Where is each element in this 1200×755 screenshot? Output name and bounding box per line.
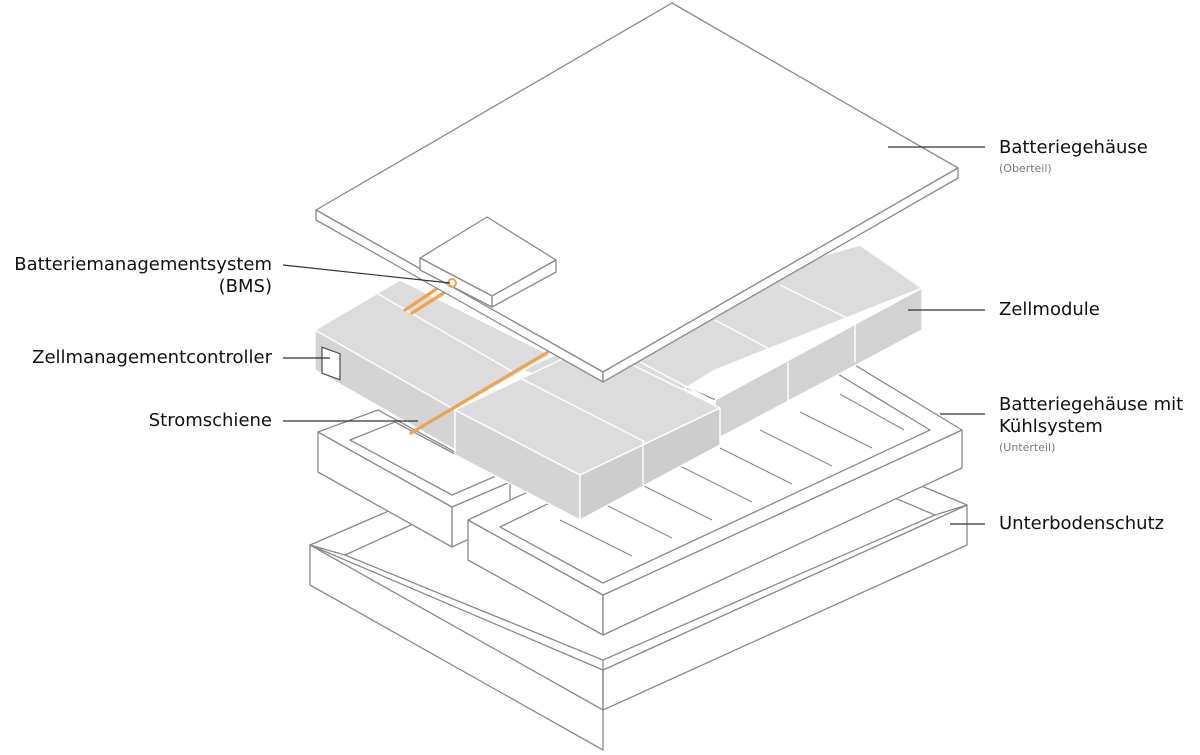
label-housing-bottom-sub: (Unterteil) (999, 441, 1056, 454)
label-busbar-text: Stromschiene (148, 410, 272, 431)
label-cell-modules-text: Zellmodule (999, 299, 1100, 320)
cell-module-front-right (579, 407, 721, 521)
lower-housing (317, 349, 963, 636)
underbody-front-face (309, 544, 604, 751)
leader-bms (282, 264, 451, 284)
cell-module-left (314, 279, 551, 451)
label-cell-controller-text: Zellmanagementcontroller (32, 347, 272, 368)
label-housing-top: Batteriegehäuse (Oberteil) (999, 137, 1148, 177)
busbar-main (409, 350, 550, 435)
cell-management-controller-box (321, 346, 341, 381)
bms-right (491, 259, 557, 308)
leader-lines (282, 146, 985, 525)
label-bms-line2: (BMS) (218, 276, 272, 297)
lid-right-edge (602, 167, 959, 383)
label-cell-modules: Zellmodule (999, 299, 1100, 321)
label-housing-top-text: Batteriegehäuse (999, 137, 1148, 158)
label-housing-bottom-line1: Batteriegehäuse mit (999, 394, 1184, 415)
label-bms: Batteriemanagementsystem (BMS) (14, 254, 272, 298)
label-housing-top-sub: (Oberteil) (999, 162, 1052, 175)
label-underbody: Unterbodenschutz (999, 513, 1164, 535)
label-cell-controller: Zellmanagementcontroller (32, 347, 272, 369)
label-underbody-text: Unterbodenschutz (999, 513, 1165, 534)
cooling-channels (559, 393, 905, 557)
cell-module-front (454, 344, 721, 521)
label-housing-bottom: Batteriegehäuse mit Kühlsystem (Untertei… (999, 394, 1183, 456)
label-housing-bottom-line2: Kühlsystem (999, 416, 1103, 437)
label-busbar: Stromschiene (149, 410, 272, 432)
label-bms-line1: Batteriemanagementsystem (14, 254, 272, 275)
